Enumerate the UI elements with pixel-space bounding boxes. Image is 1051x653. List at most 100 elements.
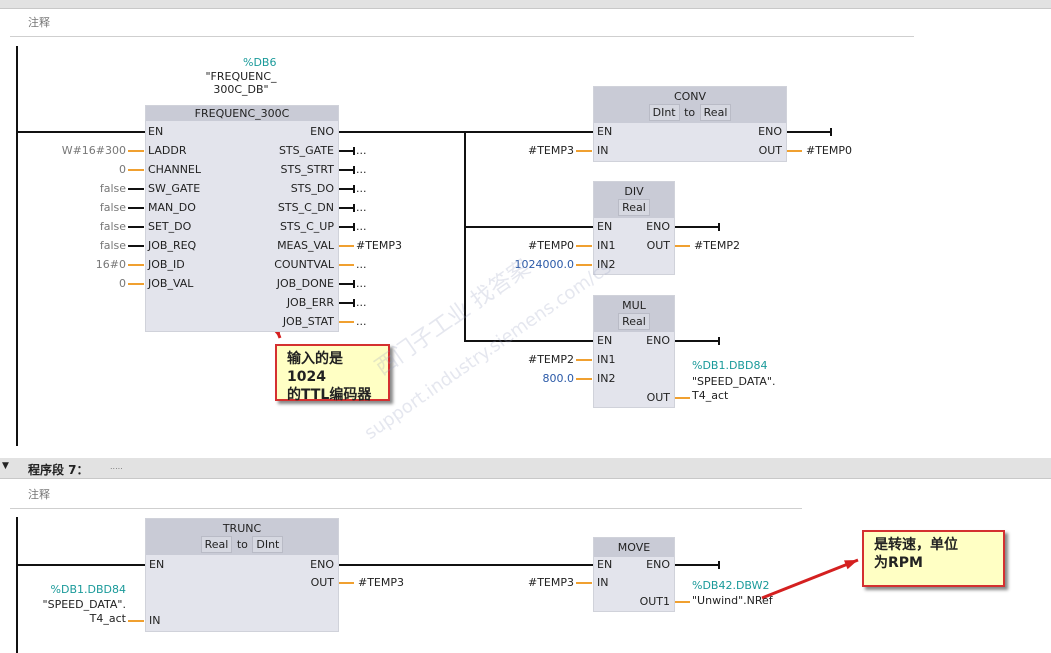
to-label: to: [684, 106, 696, 119]
output-operand: ...: [356, 296, 367, 309]
callout-text: 的TTL编码器: [287, 387, 372, 403]
input-pin: MAN_DO: [148, 201, 196, 214]
input-operand: W#16#300: [61, 144, 126, 157]
input-constant: 1024000.0: [514, 258, 575, 271]
output-pin: ENO: [646, 220, 670, 233]
instance-db-name: "FREQUENC_: [205, 70, 277, 83]
mul-block[interactable]: MUL Real: [593, 295, 675, 408]
output-operand: ...: [356, 144, 367, 157]
output-operand: "SPEED_DATA".: [692, 375, 776, 388]
block-title: MOVE: [617, 541, 651, 554]
annotation-callout: 输入的是1024 的TTL编码器: [275, 344, 390, 403]
output-operand: "Unwind".NRef: [692, 594, 773, 607]
output-pin: STS_DO: [290, 182, 334, 195]
type-selector[interactable]: Real: [699, 104, 732, 121]
output-pin: OUT: [646, 239, 670, 252]
output-address: %DB42.DBW2: [692, 579, 770, 592]
input-pin: EN: [149, 558, 165, 571]
divider: [10, 36, 914, 37]
type-selector[interactable]: DInt: [648, 104, 680, 121]
input-operand: #TEMP0: [527, 239, 574, 252]
callout-text: 是转速，单位: [874, 537, 958, 553]
input-pin: SET_DO: [148, 220, 192, 233]
output-pin: OUT1: [639, 595, 670, 608]
output-pin: ENO: [646, 558, 670, 571]
power-rail: [16, 46, 18, 446]
output-operand: ...: [356, 182, 367, 195]
input-address: %DB1.DBD84: [50, 583, 126, 596]
output-operand: #TEMP2: [694, 239, 741, 252]
callout-text: 为RPM: [874, 555, 923, 571]
output-pin: JOB_ERR: [286, 296, 334, 309]
trunc-block[interactable]: TRUNC Real to DInt: [145, 518, 339, 632]
to-label: to: [236, 538, 248, 551]
input-operand: #TEMP3: [527, 144, 574, 157]
collapse-triangle-icon[interactable]: ▼: [2, 461, 9, 471]
output-operand: #TEMP0: [806, 144, 853, 157]
input-pin: IN1: [597, 353, 616, 366]
instance-db-address: %DB6: [243, 56, 277, 69]
output-pin: STS_C_DN: [277, 201, 334, 214]
output-pin: OUT: [310, 576, 334, 589]
output-pin: MEAS_VAL: [277, 239, 334, 252]
network-7-header[interactable]: ▼ 程序段 7： .....: [0, 458, 1051, 479]
input-pin: IN: [597, 144, 609, 157]
network-6-header[interactable]: [0, 0, 1051, 9]
input-operand: #TEMP2: [527, 353, 574, 366]
type-selector[interactable]: DInt: [252, 536, 284, 553]
output-pin: ENO: [758, 125, 782, 138]
type-selector[interactable]: Real: [618, 313, 650, 330]
input-pin: IN: [597, 576, 609, 589]
output-pin: STS_GATE: [278, 144, 334, 157]
power-rail: [16, 517, 18, 653]
input-pin: IN2: [597, 258, 616, 271]
network-6-comment[interactable]: 注释: [28, 16, 50, 29]
network-title: 程序段 7：: [28, 463, 89, 477]
type-selector[interactable]: Real: [618, 199, 650, 216]
output-operand: #TEMP3: [356, 239, 403, 252]
network-dots: .....: [110, 462, 123, 471]
div-block[interactable]: DIV Real: [593, 181, 675, 275]
output-operand: #TEMP3: [358, 576, 405, 589]
input-operand: 0: [119, 277, 126, 290]
move-block[interactable]: MOVE: [593, 537, 675, 612]
block-title: TRUNC: [222, 522, 262, 535]
output-pin: JOB_DONE: [276, 277, 334, 290]
block-title: MUL: [622, 299, 646, 312]
output-operand: ...: [356, 201, 367, 214]
input-operand: #TEMP3: [527, 576, 574, 589]
output-pin: JOB_STAT: [282, 315, 334, 328]
output-operand: ...: [356, 258, 367, 271]
output-pin: OUT: [646, 391, 670, 404]
output-operand: T4_act: [692, 389, 729, 402]
block-title: CONV: [673, 90, 707, 103]
output-pin: STS_STRT: [280, 163, 334, 176]
frequenc-300c-block[interactable]: FREQUENC_300C: [145, 105, 339, 332]
conv-block[interactable]: CONV DInt to Real: [593, 86, 787, 162]
divider: [10, 508, 802, 509]
output-pin: COUNTVAL: [274, 258, 334, 271]
input-pin: JOB_VAL: [148, 277, 194, 290]
annotation-callout: 是转速，单位 为RPM: [862, 530, 1005, 587]
output-pin: ENO: [310, 558, 334, 571]
input-operand: false: [99, 220, 126, 233]
input-pin: EN: [597, 558, 613, 571]
input-pin: IN: [149, 614, 161, 627]
input-pin: IN1: [597, 239, 616, 252]
input-pin: SW_GATE: [148, 182, 201, 195]
input-operand: 0: [119, 163, 126, 176]
network-7-comment[interactable]: 注释: [28, 488, 50, 501]
type-selector[interactable]: Real: [200, 536, 233, 553]
input-operand: T4_act: [89, 612, 126, 625]
output-pin: STS_C_UP: [279, 220, 334, 233]
output-pin: OUT: [758, 144, 782, 157]
output-address: %DB1.DBD84: [692, 359, 768, 372]
output-pin: ENO: [646, 334, 670, 347]
input-pin: LADDR: [148, 144, 187, 157]
input-operand: 16#0: [95, 258, 126, 271]
arrow: [761, 558, 859, 600]
input-operand: false: [99, 201, 126, 214]
input-pin: IN2: [597, 372, 616, 385]
input-operand: "SPEED_DATA".: [42, 598, 126, 611]
